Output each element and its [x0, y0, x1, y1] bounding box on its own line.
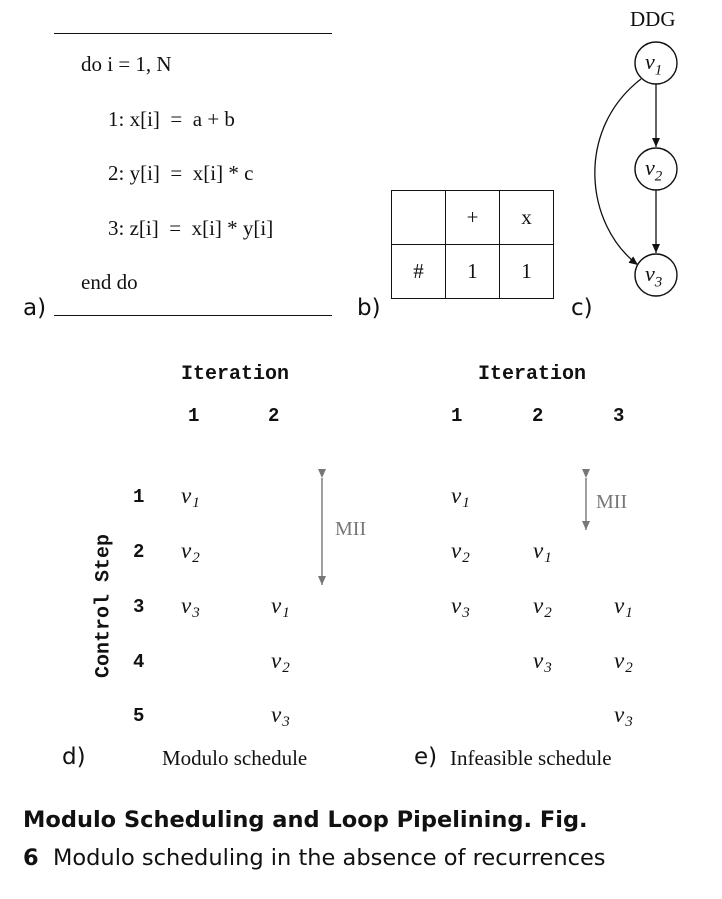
infeasible-cell-step3-iter1: v3 [451, 593, 470, 621]
infeasible-cell-step4-iter2: v3 [533, 648, 552, 676]
statement-2: 2: y[i] = x[i] * c [108, 161, 254, 185]
panel-d-iteration-1: 1 [188, 405, 200, 427]
ddg-node-v2-label: v2 [645, 155, 663, 185]
infeasible-cell-step2-iter2: v1 [533, 538, 552, 566]
panel-c-label: c) [571, 295, 593, 321]
panel-a-label: a) [23, 295, 47, 321]
panel-d-caption: Modulo schedule [162, 746, 308, 770]
panel-d-mii-label: MII [335, 518, 367, 540]
figure-caption: Modulo Scheduling and Loop Pipelining. F… [23, 801, 703, 877]
modulo-cell-step5-iter2: v3 [271, 702, 290, 730]
modulo-cell-step1-iter1: v1 [181, 483, 200, 511]
modulo-cell-step4-iter2: v2 [271, 648, 290, 676]
statement-1: 1: x[i] = a + b [108, 107, 235, 131]
resource-count-row: # 1 1 [391, 244, 554, 299]
panel-d-iteration-2: 2 [268, 405, 280, 427]
panel-d-iteration-title: Iteration [181, 363, 290, 386]
panel-e-iteration-1: 1 [451, 405, 463, 427]
figure-caption-title: Modulo Scheduling and Loop Pipelining. F… [23, 807, 588, 871]
resource-header-row: + x [391, 190, 554, 245]
resource-mul-count: 1 [499, 244, 554, 299]
panel-d-label: d) [62, 744, 86, 770]
modulo-cell-step3-iter1: v3 [181, 593, 200, 621]
loop-footer: end do [81, 270, 138, 294]
resource-add-count: 1 [445, 244, 500, 299]
resource-corner-cell [391, 190, 446, 245]
infeasible-cell-step3-iter2: v2 [533, 593, 552, 621]
panel-e-caption: Infeasible schedule [450, 746, 612, 770]
ddg-edge-v1-v3 [594, 78, 642, 266]
code-top-rule [54, 33, 332, 34]
panel-b-label: b) [357, 295, 381, 321]
panel-e-iteration-2: 2 [532, 405, 544, 427]
infeasible-cell-step2-iter1: v2 [451, 538, 470, 566]
panel-e-iteration-title: Iteration [478, 363, 587, 386]
infeasible-cell-step4-iter3: v2 [614, 648, 633, 676]
modulo-cell-step3-iter2: v1 [271, 593, 290, 621]
control-step-5: 5 [133, 705, 145, 727]
resource-count-label: # [391, 244, 446, 299]
control-step-3: 3 [133, 596, 145, 618]
statement-3: 3: z[i] = x[i] * y[i] [108, 216, 274, 240]
control-step-axis-label: Control Step [92, 533, 116, 679]
control-step-2: 2 [133, 541, 145, 563]
panel-e-label: e) [414, 744, 438, 770]
figure-caption-text: Modulo scheduling in the absence of recu… [52, 845, 606, 871]
panel-e-iteration-3: 3 [613, 405, 625, 427]
control-step-1: 1 [133, 486, 145, 508]
ddg-node-v3-label: v3 [645, 261, 663, 291]
panel-e-mii-label: MII [596, 491, 628, 513]
ddg-title: DDG [630, 7, 676, 31]
infeasible-cell-step1-iter1: v1 [451, 483, 470, 511]
control-step-4: 4 [133, 651, 145, 673]
loop-header: do i = 1, N [81, 52, 172, 76]
infeasible-cell-step3-iter3: v1 [614, 593, 633, 621]
resource-table: + x # 1 1 [391, 190, 554, 299]
modulo-cell-step2-iter1: v2 [181, 538, 200, 566]
ddg-node-v1-label: v1 [645, 49, 663, 79]
infeasible-cell-step5-iter3: v3 [614, 702, 633, 730]
resource-mul-header: x [499, 190, 554, 245]
code-bottom-rule [54, 315, 332, 316]
ddg-node-v3 [634, 253, 678, 297]
